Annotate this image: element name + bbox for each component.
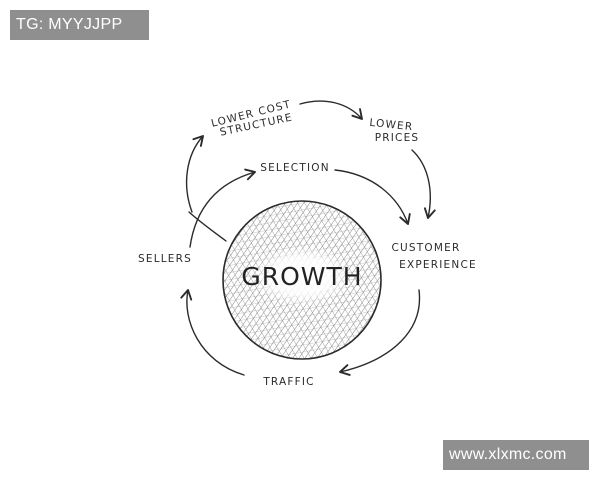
arrow-traffic-to-sellers bbox=[180, 289, 245, 376]
growth-circle: GROWTH bbox=[222, 200, 382, 360]
customer-experience-line1: CUSTOMER bbox=[392, 242, 461, 254]
customer-experience-line2: EXPERIENCE bbox=[399, 259, 477, 271]
label-customer-experience: CUSTOMER EXPERIENCE bbox=[392, 242, 477, 271]
connector-sellers-to-growth bbox=[188, 211, 227, 242]
label-sellers: SELLERS bbox=[138, 253, 192, 265]
arrow-selection-to-customer-experience bbox=[334, 169, 411, 225]
lower-prices-line1: LOWER bbox=[369, 117, 414, 134]
label-selection: SELECTION bbox=[260, 162, 330, 174]
label-lower-cost-structure: LOWER COST STRUCTURE bbox=[210, 98, 294, 138]
lower-prices-line2: PRICES bbox=[375, 132, 420, 144]
arrow-customer-experience-to-traffic bbox=[339, 289, 421, 376]
arrow-sellers-to-selection bbox=[189, 168, 256, 248]
arrow-sellers-to-lower-cost bbox=[185, 135, 204, 213]
watermark-url: www.xlxmc.com bbox=[443, 440, 589, 470]
growth-label: GROWTH bbox=[241, 262, 362, 291]
watermark-tag: TG: MYYJJPP bbox=[10, 10, 149, 40]
label-lower-prices: LOWER PRICES bbox=[369, 117, 420, 144]
label-traffic: TRAFFIC bbox=[262, 376, 314, 388]
arrow-lower-prices-to-customer-experience bbox=[411, 149, 436, 219]
arrow-lower-cost-to-lower-prices bbox=[299, 100, 363, 120]
